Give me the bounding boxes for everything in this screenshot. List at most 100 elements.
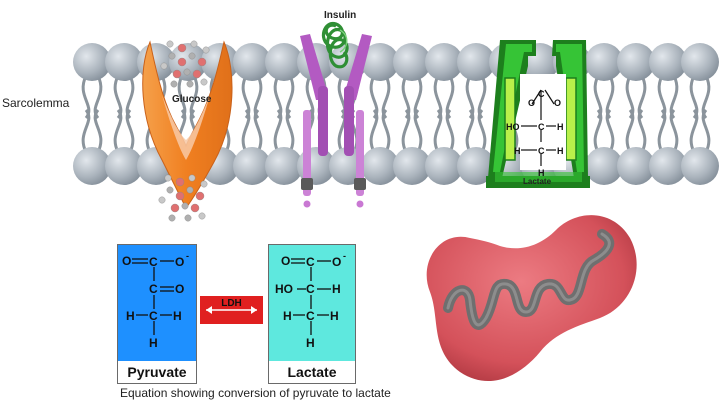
lipid-tail-lower xyxy=(81,109,103,153)
ldh-enzyme-box: LDH xyxy=(200,296,263,324)
lipid-head-outer xyxy=(393,43,431,81)
pyruvate-title: Pyruvate xyxy=(118,361,196,383)
lipid-head-inner xyxy=(585,147,623,185)
pyruvate-atom-c1: C xyxy=(149,255,158,269)
lactate-atom-o-top: O xyxy=(281,254,290,268)
glucose-atom xyxy=(177,43,187,53)
lipid-head-inner xyxy=(681,147,719,185)
insulin-label: Insulin xyxy=(324,10,357,21)
glucose-atom xyxy=(177,57,187,67)
lactate-structure: O C O - HO C H H C H H xyxy=(275,251,346,350)
lipid-head-inner xyxy=(649,147,687,185)
glucose-label: Glucose xyxy=(172,94,212,105)
glucose-atom xyxy=(188,174,196,182)
lactate-transporter-label: Lactate xyxy=(523,177,552,186)
glucose-atom xyxy=(184,214,192,222)
ldh-double-arrow xyxy=(206,306,257,314)
lipid-head-inner xyxy=(73,147,111,185)
glucose-atom xyxy=(170,80,178,88)
mct-atom-ho: HO xyxy=(506,122,520,132)
glucose-atom xyxy=(181,202,189,210)
lactate-atom-c2: C xyxy=(306,282,315,296)
mct-atom-c2: C xyxy=(538,122,545,132)
lactate-atom-c3: C xyxy=(306,309,315,323)
glucose-atom xyxy=(188,52,196,60)
glucose-atom xyxy=(200,180,208,188)
glucose-atom xyxy=(195,191,205,201)
lipid-head-outer xyxy=(681,43,719,81)
lactate-atom-o-minus: O xyxy=(332,255,341,269)
lipid-tail-lower xyxy=(593,109,615,153)
lactate-structure-box: O C O - HO C H H C H H Lactate xyxy=(268,244,356,384)
pyruvate-structure-box: O C O - C O H C H H Pyruvate xyxy=(117,244,197,384)
lipid-tail-lower xyxy=(273,109,295,153)
lipid-head-outer xyxy=(457,43,495,81)
lipid-tail-lower xyxy=(657,109,679,153)
mct-atom-c1: C xyxy=(538,89,545,99)
glucose-atom xyxy=(168,52,176,60)
lipid-head-outer xyxy=(425,43,463,81)
lipid-tail-lower xyxy=(465,109,487,153)
mct-atom-h-bottom: H xyxy=(538,168,545,178)
lipid-tail-lower xyxy=(113,109,135,153)
lipid-bilayer xyxy=(73,43,719,185)
lactate-atom-h-left: H xyxy=(283,309,292,323)
lactate-title: Lactate xyxy=(269,361,355,383)
glucose-atom xyxy=(168,214,176,222)
pyruvate-atom-h-bottom: H xyxy=(149,336,158,350)
lipid-head-outer xyxy=(105,43,143,81)
mct-atom-c3: C xyxy=(538,146,545,156)
sarcolemma-label: Sarcolemma xyxy=(2,96,70,110)
glucose-atom xyxy=(200,78,208,86)
glucose-atom xyxy=(170,203,180,213)
lactate-atom-h-bottom: H xyxy=(306,336,315,350)
glucose-atom xyxy=(186,186,194,194)
glucose-atom xyxy=(190,40,198,48)
pyruvate-atom-c3: C xyxy=(149,309,158,323)
mct-atom-h-c3: H xyxy=(557,146,564,156)
lipid-head-outer xyxy=(585,43,623,81)
lipid-head-inner xyxy=(457,147,495,185)
glucose-atom xyxy=(175,177,185,187)
lipid-tail-lower xyxy=(241,109,263,153)
mct-atom-o-top: O xyxy=(528,98,535,108)
pyruvate-atom-o-keto: O xyxy=(175,282,184,296)
lipid-head-outer xyxy=(361,43,399,81)
mct-atom-h-c2: H xyxy=(557,122,564,132)
lipid-tail-lower xyxy=(369,109,391,153)
glucose-atom xyxy=(186,80,194,88)
lipid-head-inner xyxy=(425,147,463,185)
glucose-molecule-inside xyxy=(158,174,208,222)
lipid-head-outer xyxy=(73,43,111,81)
glucose-atom xyxy=(166,186,174,194)
glucose-atom xyxy=(160,62,168,70)
insulin-receptor xyxy=(300,34,372,208)
lactate-atom-h-right: H xyxy=(330,309,339,323)
lipid-head-inner xyxy=(265,147,303,185)
lipid-tail-lower xyxy=(433,109,455,153)
pyruvate-atom-o-minus: O xyxy=(175,255,184,269)
lactate-transporter xyxy=(486,40,590,188)
lipid-head-inner xyxy=(361,147,399,185)
pyruvate-atom-h-right: H xyxy=(173,309,182,323)
lipid-head-outer xyxy=(265,43,303,81)
lipid-head-inner xyxy=(393,147,431,185)
pyruvate-atom-h-left: H xyxy=(126,309,135,323)
glucose-atom xyxy=(192,69,202,79)
lactate-atom-c1: C xyxy=(306,255,315,269)
pyruvate-structure: O C O - C O H C H H xyxy=(122,251,189,350)
pyruvate-charge: - xyxy=(186,251,189,261)
glucose-atom xyxy=(183,68,191,76)
lipid-head-outer xyxy=(617,43,655,81)
lipid-head-inner xyxy=(233,147,271,185)
lipid-tail-lower xyxy=(689,109,711,153)
lactate-structure-in-transporter xyxy=(521,89,556,166)
glucose-atom xyxy=(190,203,200,213)
lipid-head-outer xyxy=(649,43,687,81)
glucose-atom xyxy=(172,69,182,79)
lipid-tail-lower xyxy=(401,109,423,153)
mct-atom-h-left: H xyxy=(514,146,521,156)
lactate-atom-ho: HO xyxy=(275,282,293,296)
